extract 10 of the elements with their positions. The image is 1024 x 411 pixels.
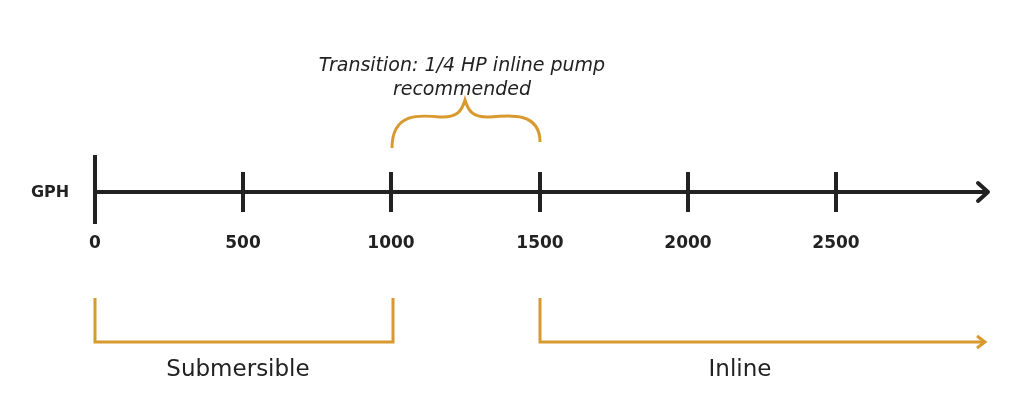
tick-label: 500 (225, 232, 261, 252)
tick-label: 2500 (812, 232, 860, 252)
range-label: Submersible (166, 355, 310, 381)
axis-title: GPH (30, 182, 70, 201)
tick-label: 0 (89, 232, 101, 252)
tick-label: 1000 (367, 232, 415, 252)
range-label: Inline (708, 355, 772, 381)
tick-label: 1500 (516, 232, 564, 252)
tick-label: 2000 (664, 232, 712, 252)
annotation-text: Transition: 1/4 HP inline pump recommended (317, 52, 607, 100)
